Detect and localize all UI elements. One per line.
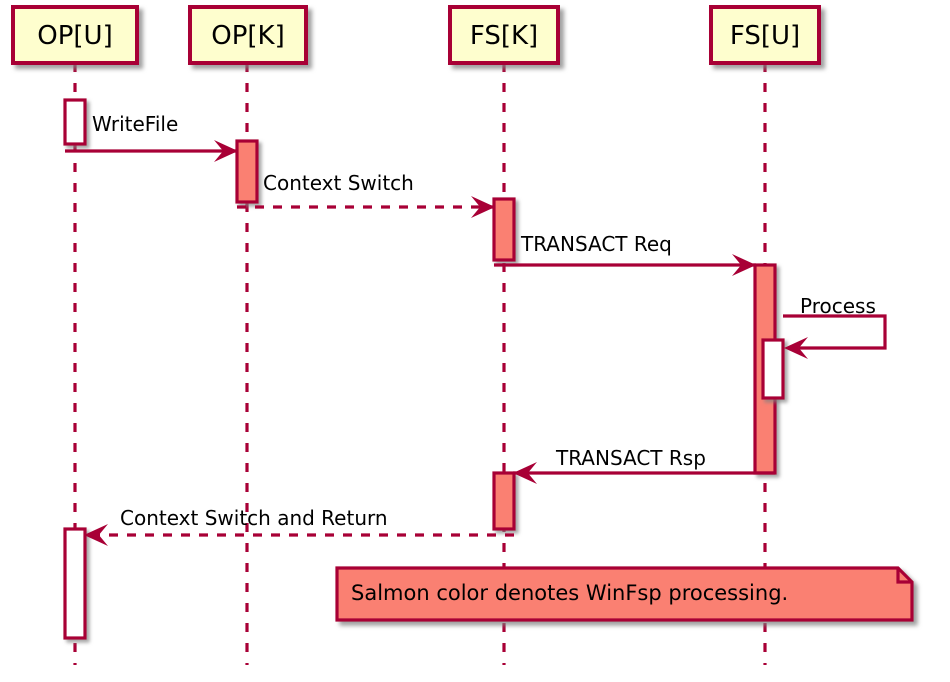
participant-box-op-u[interactable] [11,5,139,65]
arrow-head [471,196,495,218]
message-label-msg-transact-req: TRANSACT Req [521,232,672,256]
activation-bar-act-op-u-2[interactable] [63,527,87,640]
message-label-msg-transact-rsp: TRANSACT Rsp [556,446,706,470]
note-body-note-salmon[interactable] [335,566,914,622]
activation-bar-act-fs-k-1[interactable] [492,197,516,262]
arrow-head [84,524,108,546]
participant-boxes-group [11,5,821,65]
participant-label-fs-u: FS[U] [729,21,801,51]
message-arrows-group [65,140,887,546]
arrow-head [732,254,756,276]
participant-label-op-u: OP[U] [37,21,113,51]
arrow-head [784,337,808,359]
notes-group [335,566,914,622]
participant-box-fs-u[interactable] [709,5,821,65]
message-line-msg-process[interactable] [783,314,887,350]
activation-bars-group [63,98,785,640]
participant-box-fs-k[interactable] [448,5,560,65]
participant-label-fs-k: FS[K] [469,21,539,51]
participant-label-op-k: OP[K] [211,21,285,51]
activation-bar-act-op-k-1[interactable] [235,139,259,204]
message-label-msg-context-switch-return: Context Switch and Return [120,506,388,530]
arrow-head [214,140,238,162]
note-fold-note-salmon [896,568,912,584]
participant-box-op-k[interactable] [188,5,308,65]
message-label-msg-writefile: WriteFile [92,112,179,136]
activation-bar-act-fs-k-2[interactable] [492,471,516,531]
note-text-note-salmon: Salmon color denotes WinFsp processing. [351,581,789,605]
arrow-head [513,462,537,484]
message-label-msg-process: Process [800,294,876,318]
activation-bar-act-op-u-1[interactable] [63,98,87,146]
message-label-msg-context-switch: Context Switch [263,171,414,195]
activation-bar-act-fs-u-2[interactable] [761,338,785,400]
